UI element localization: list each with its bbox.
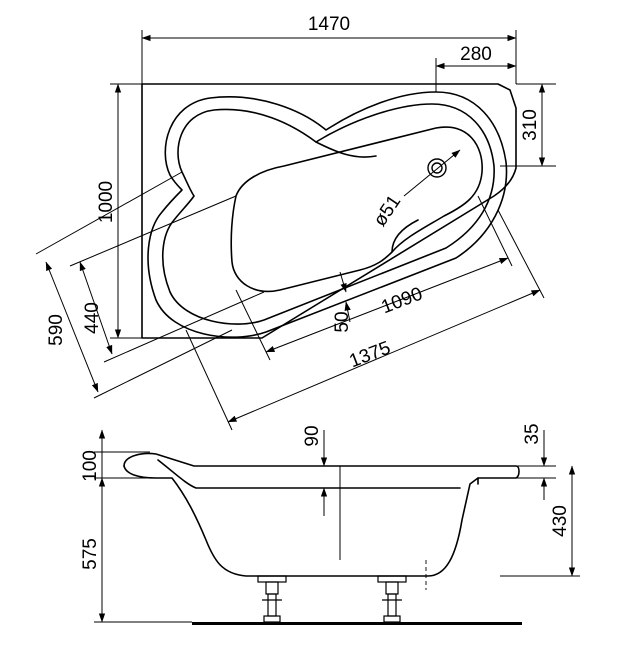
tub-outer-rim <box>141 83 517 339</box>
dim-rim-thickness: 35 <box>522 423 543 444</box>
seat-curve <box>391 219 419 253</box>
dim-overall-depth: 1000 <box>96 181 117 223</box>
floor <box>192 622 522 625</box>
dim-inner-width: 590 <box>46 314 67 346</box>
tub-inner-bowl <box>161 103 495 325</box>
dim-bottom-length: 1090 <box>379 283 426 318</box>
dim-line-seat-offset-b <box>344 301 351 323</box>
drain-outer <box>427 158 447 178</box>
dim-corner-depth: 310 <box>520 109 541 141</box>
dim-leg-height: 575 <box>80 538 101 570</box>
side-view: 90 35 430 100 575 <box>80 423 580 625</box>
dim-rim-height: 100 <box>80 450 101 482</box>
tub-bottom <box>230 126 483 293</box>
dim-drain-diameter: ø51 <box>370 191 406 230</box>
dim-line-seat-offset <box>339 271 347 293</box>
top-view: 1470 280 310 1000 ø51 1090 1375 50 <box>35 14 556 431</box>
dim-line-inner-length <box>227 289 541 423</box>
dim-corner-width: 280 <box>460 44 492 65</box>
drain-inner <box>431 162 443 174</box>
leg-left <box>257 575 287 623</box>
dim-rim-step: 90 <box>302 425 323 446</box>
leg-right <box>377 575 407 623</box>
dim-bottom-width: 440 <box>82 302 103 334</box>
tub-side-shell <box>123 465 479 577</box>
dim-inner-length: 1375 <box>347 337 394 372</box>
tub-side-inner <box>157 459 461 489</box>
seat-divider <box>315 141 377 158</box>
dim-line-inner-width <box>45 261 99 393</box>
dim-depth: 430 <box>550 505 571 537</box>
dim-seat-offset: 50 <box>332 311 353 332</box>
drain-diameter-leader <box>403 149 461 197</box>
dim-overall-width: 1470 <box>308 14 350 35</box>
tub-outer-bowl <box>147 91 508 338</box>
